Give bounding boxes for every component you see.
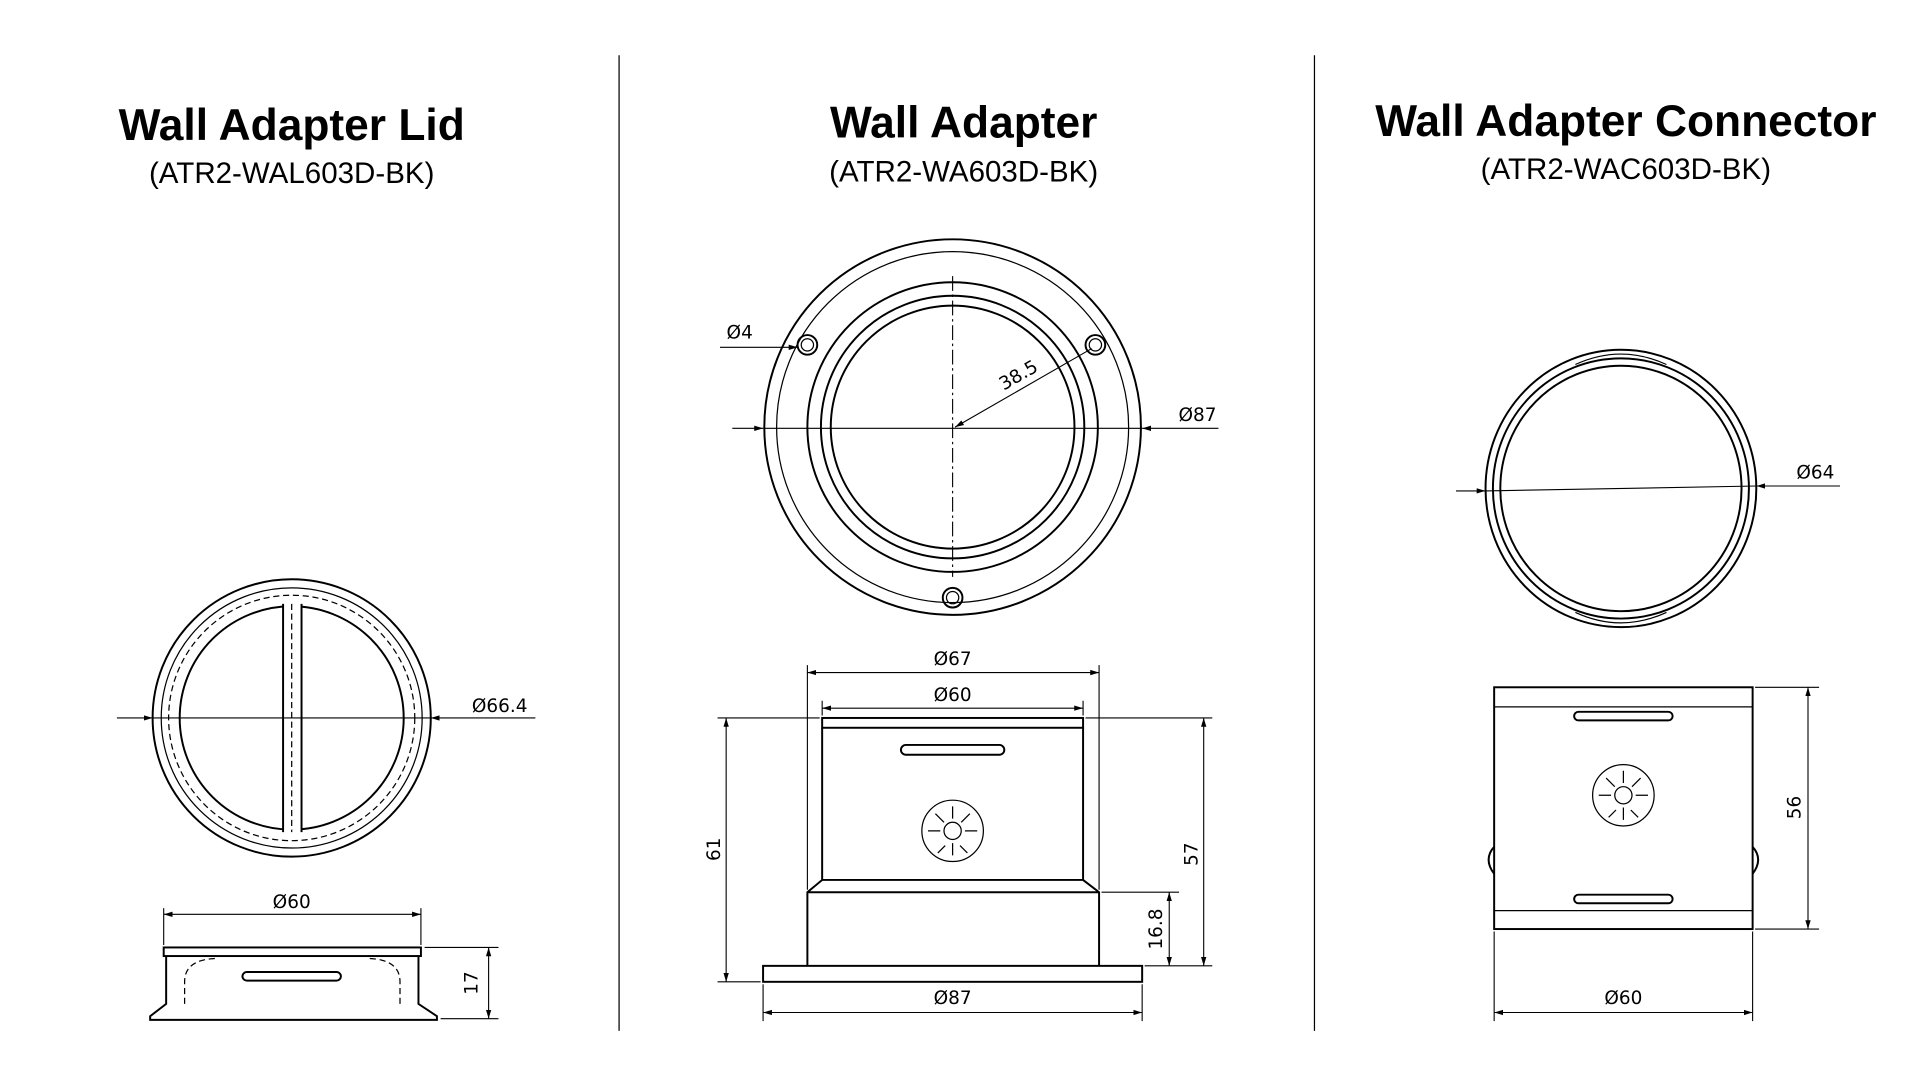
dim-label: 61 bbox=[704, 838, 725, 861]
dim-label: Ø87 bbox=[1179, 405, 1217, 426]
dim-label: Ø60 bbox=[1604, 988, 1642, 1009]
dim-label: 38.5 bbox=[996, 356, 1042, 395]
connector-top-view: Ø64 bbox=[1456, 348, 1840, 629]
panel-title: Wall Adapter Lid bbox=[119, 101, 465, 150]
panel-wall-adapter-lid: Wall Adapter Lid (ATR2-WAL603D-BK) Ø66.4… bbox=[116, 101, 536, 1021]
panel-wall-adapter-connector: Wall Adapter Connector (ATR2-WAC603D-BK)… bbox=[1375, 97, 1876, 1022]
brand-logo-icon bbox=[921, 799, 985, 863]
dim-label: 17 bbox=[462, 971, 483, 994]
adapter-top-view: Ø4 38.5 Ø87 bbox=[720, 238, 1219, 616]
part-number: (ATR2-WA603D-BK) bbox=[829, 156, 1098, 189]
dim-label: Ø60 bbox=[273, 892, 311, 913]
panel-title: Wall Adapter Connector bbox=[1375, 97, 1876, 146]
brand-logo-icon bbox=[1591, 763, 1655, 827]
dim-label: 56 bbox=[1785, 796, 1806, 819]
dim-label: Ø67 bbox=[934, 649, 972, 670]
dim-label: Ø66.4 bbox=[472, 696, 528, 717]
part-number: (ATR2-WAC603D-BK) bbox=[1481, 153, 1771, 186]
connector-side-view: 56 Ø60 bbox=[1487, 686, 1820, 1022]
panel-wall-adapter: Wall Adapter (ATR2-WA603D-BK) Ø4 38.5 Ø8… bbox=[704, 99, 1219, 1022]
dim-label: Ø60 bbox=[934, 685, 972, 706]
lid-top-view: Ø66.4 bbox=[116, 578, 536, 858]
lid-side-view: Ø60 17 bbox=[149, 892, 499, 1021]
panel-title: Wall Adapter bbox=[830, 99, 1097, 148]
part-number: (ATR2-WAL603D-BK) bbox=[149, 157, 434, 190]
dim-label: 16.8 bbox=[1146, 909, 1167, 950]
dim-label: Ø4 bbox=[727, 323, 753, 344]
dim-label: 57 bbox=[1182, 842, 1203, 865]
dim-label: Ø87 bbox=[934, 988, 972, 1009]
dim-label: Ø64 bbox=[1796, 463, 1834, 484]
adapter-side-view: Ø67 Ø60 61 57 16.8 Ø87 bbox=[704, 649, 1213, 1022]
